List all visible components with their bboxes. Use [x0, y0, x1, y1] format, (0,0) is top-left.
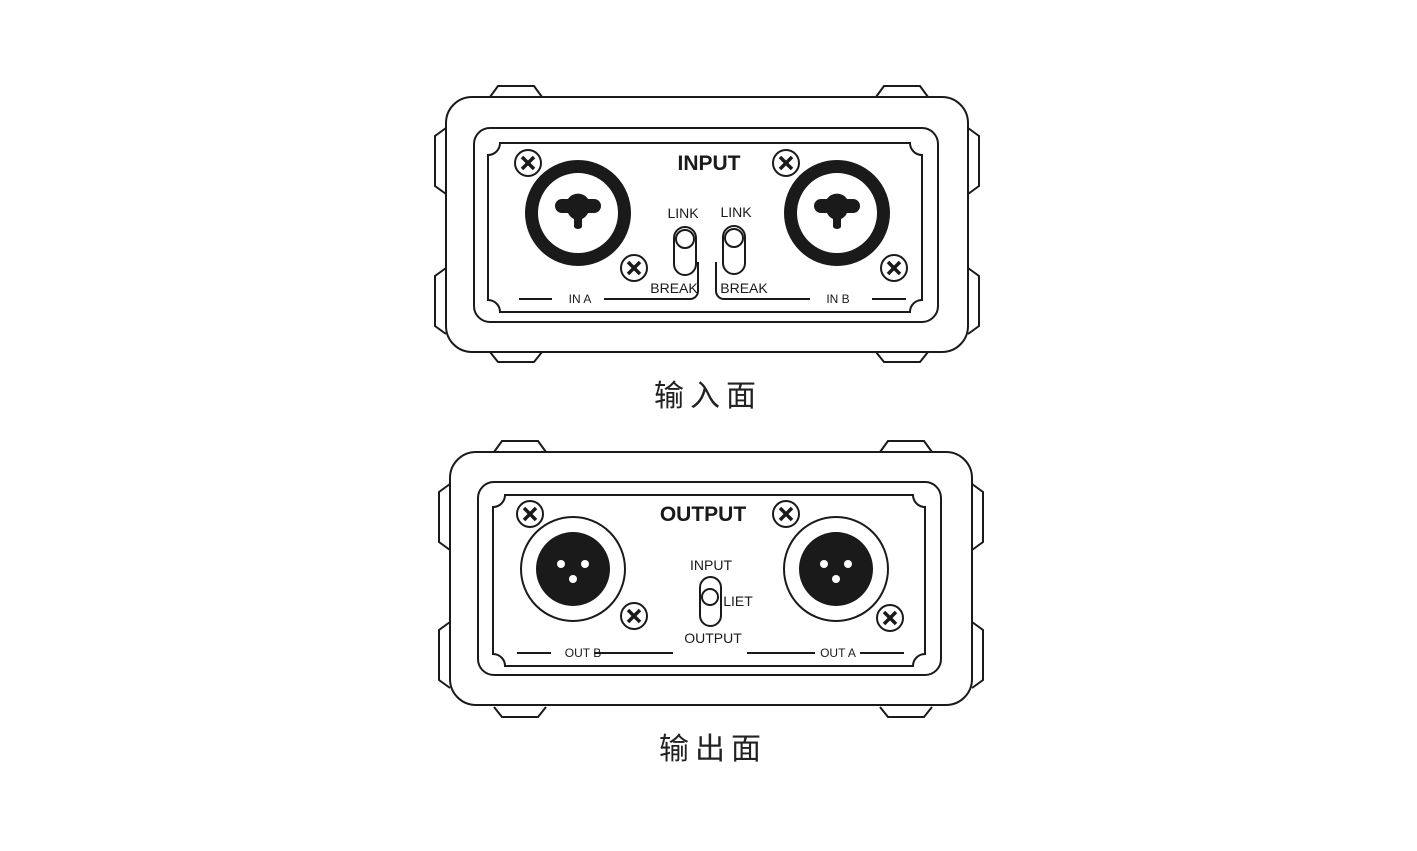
- input-panel: INPUT LINK LINK BREAK BREAK IN A IN B 输入…: [434, 85, 980, 414]
- out-b-label: OUT B: [565, 646, 601, 660]
- link-break-switch-a[interactable]: [673, 226, 697, 276]
- screw-icon: [879, 253, 909, 283]
- screw-icon: [771, 148, 801, 178]
- screw-icon: [875, 603, 905, 633]
- in-b-label: IN B: [826, 292, 849, 306]
- output-title: OUTPUT: [660, 503, 747, 526]
- out-a-label: OUT A: [820, 646, 856, 660]
- switch-output-label: OUTPUT: [684, 630, 742, 646]
- input-lift-output-switch[interactable]: [699, 576, 722, 627]
- switch-lift-label: LIET: [723, 593, 753, 609]
- output-caption: 输出面: [659, 732, 767, 767]
- xlr-jack-out-b[interactable]: [520, 516, 626, 622]
- screw-icon: [619, 601, 649, 631]
- input-caption: 输入面: [654, 379, 762, 414]
- input-title: INPUT: [678, 152, 741, 175]
- switch-b-break-label: BREAK: [720, 280, 768, 296]
- screw-icon: [619, 253, 649, 283]
- switch-input-label: INPUT: [690, 557, 732, 573]
- link-break-switch-b[interactable]: [722, 225, 746, 275]
- switch-a-link-label: LINK: [667, 205, 699, 221]
- xlr-jack-out-a[interactable]: [783, 516, 889, 622]
- output-panel: OUTPUT INPUT LIET OUTPUT OUT B OUT A 输出面: [438, 440, 984, 767]
- switch-b-link-label: LINK: [720, 204, 752, 220]
- switch-a-break-label: BREAK: [650, 280, 698, 296]
- screw-icon: [513, 148, 543, 178]
- screw-icon: [515, 499, 545, 529]
- in-a-label: IN A: [569, 292, 592, 306]
- screw-icon: [771, 499, 801, 529]
